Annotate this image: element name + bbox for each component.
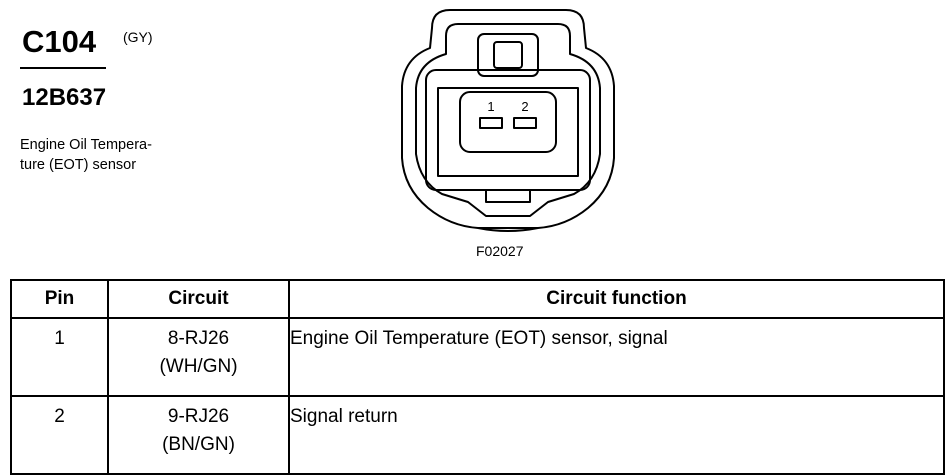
cell-circuit: 9-RJ26 (BN/GN) bbox=[107, 395, 290, 475]
table-row: 2 9-RJ26 (BN/GN) Signal return bbox=[10, 395, 945, 475]
figure-id: F02027 bbox=[476, 243, 524, 259]
circuit-number: 8-RJ26 bbox=[167, 328, 230, 349]
connector-inner-shell bbox=[415, 23, 601, 217]
terminal-pin-2 bbox=[513, 117, 537, 129]
cell-function: Signal return bbox=[288, 395, 945, 475]
circuit-number: 9-RJ26 bbox=[167, 406, 230, 427]
terminal-pin-1 bbox=[479, 117, 503, 129]
connector-title: C104 bbox=[22, 24, 97, 59]
terminal-frame bbox=[425, 69, 591, 191]
circuit-color: (WH/GN) bbox=[159, 356, 238, 377]
cell-circuit: 8-RJ26 (WH/GN) bbox=[107, 317, 290, 397]
part-number: 12B637 bbox=[22, 84, 107, 111]
pin-label-1: 1 bbox=[487, 99, 494, 114]
terminal-frame-inner bbox=[437, 87, 579, 177]
connector-bottom-lip bbox=[477, 227, 539, 232]
description-line: ture (EOT) sensor bbox=[20, 157, 137, 173]
circuit-color: (BN/GN) bbox=[162, 434, 235, 455]
table-header-row: Pin Circuit Circuit function bbox=[10, 279, 945, 319]
header-circuit: Circuit bbox=[107, 279, 290, 319]
header-circuit-function: Circuit function bbox=[288, 279, 945, 319]
pin-label-2: 2 bbox=[521, 99, 528, 114]
locking-tab-window bbox=[493, 41, 523, 69]
title-underline bbox=[20, 67, 106, 69]
cell-pin: 2 bbox=[10, 395, 109, 475]
pinout-table: Pin Circuit Circuit function 1 8-RJ26 (W… bbox=[10, 279, 945, 475]
connector-color-code: (GY) bbox=[123, 29, 153, 45]
header-pin: Pin bbox=[10, 279, 109, 319]
locking-tab bbox=[477, 33, 539, 77]
polarization-key bbox=[485, 190, 531, 203]
table-row: 1 8-RJ26 (WH/GN) Engine Oil Temperature … bbox=[10, 317, 945, 397]
component-description: Engine Oil Tempera- ture (EOT) sensor bbox=[20, 135, 200, 175]
connector-face-diagram: 1 2 bbox=[401, 9, 615, 232]
cell-function: Engine Oil Temperature (EOT) sensor, sig… bbox=[288, 317, 945, 397]
pin-face bbox=[459, 91, 557, 153]
description-line: Engine Oil Tempera- bbox=[20, 137, 152, 153]
cell-pin: 1 bbox=[10, 317, 109, 397]
